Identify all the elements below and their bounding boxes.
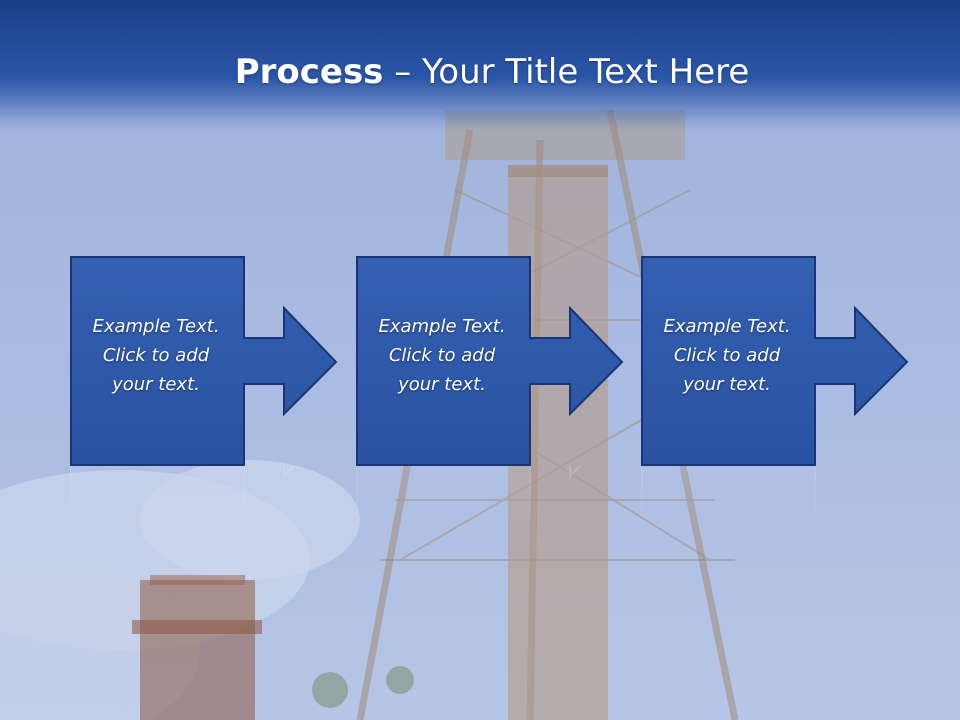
step-1-shape (70, 256, 338, 466)
title-rest: – Your Title Text Here (383, 52, 750, 92)
title-bold: Process (234, 52, 384, 92)
step-3-text: Example Text. Click to add your text. (641, 312, 813, 399)
step-2-shape (356, 256, 624, 466)
step-3-reflection (641, 466, 865, 527)
step-3-line-3: your text. (683, 374, 771, 395)
step-2-text: Example Text. Click to add your text. (356, 312, 528, 399)
step-2-reflection (356, 466, 581, 527)
step-1-line-1: Example Text. (92, 316, 220, 337)
step-1-line-2: Click to add (102, 345, 210, 366)
step-2-line-3: your text. (398, 374, 486, 395)
step-3-shape (641, 256, 909, 466)
step-3-line-2: Click to add (673, 345, 781, 366)
step-1-line-3: your text. (112, 374, 200, 395)
slide-title[interactable]: Process – Your Title Text Here (0, 52, 960, 92)
process-step-3[interactable]: Example Text. Click to add your text. (641, 256, 960, 466)
step-2-line-2: Click to add (388, 345, 496, 366)
step-3-line-1: Example Text. (663, 316, 791, 337)
process-step-1[interactable]: Example Text. Click to add your text. (70, 256, 430, 466)
step-1-reflection (70, 466, 295, 527)
process-step-2[interactable]: Example Text. Click to add your text. (356, 256, 716, 466)
step-1-text: Example Text. Click to add your text. (70, 312, 242, 399)
title-bar (0, 0, 960, 130)
step-2-line-1: Example Text. (378, 316, 506, 337)
